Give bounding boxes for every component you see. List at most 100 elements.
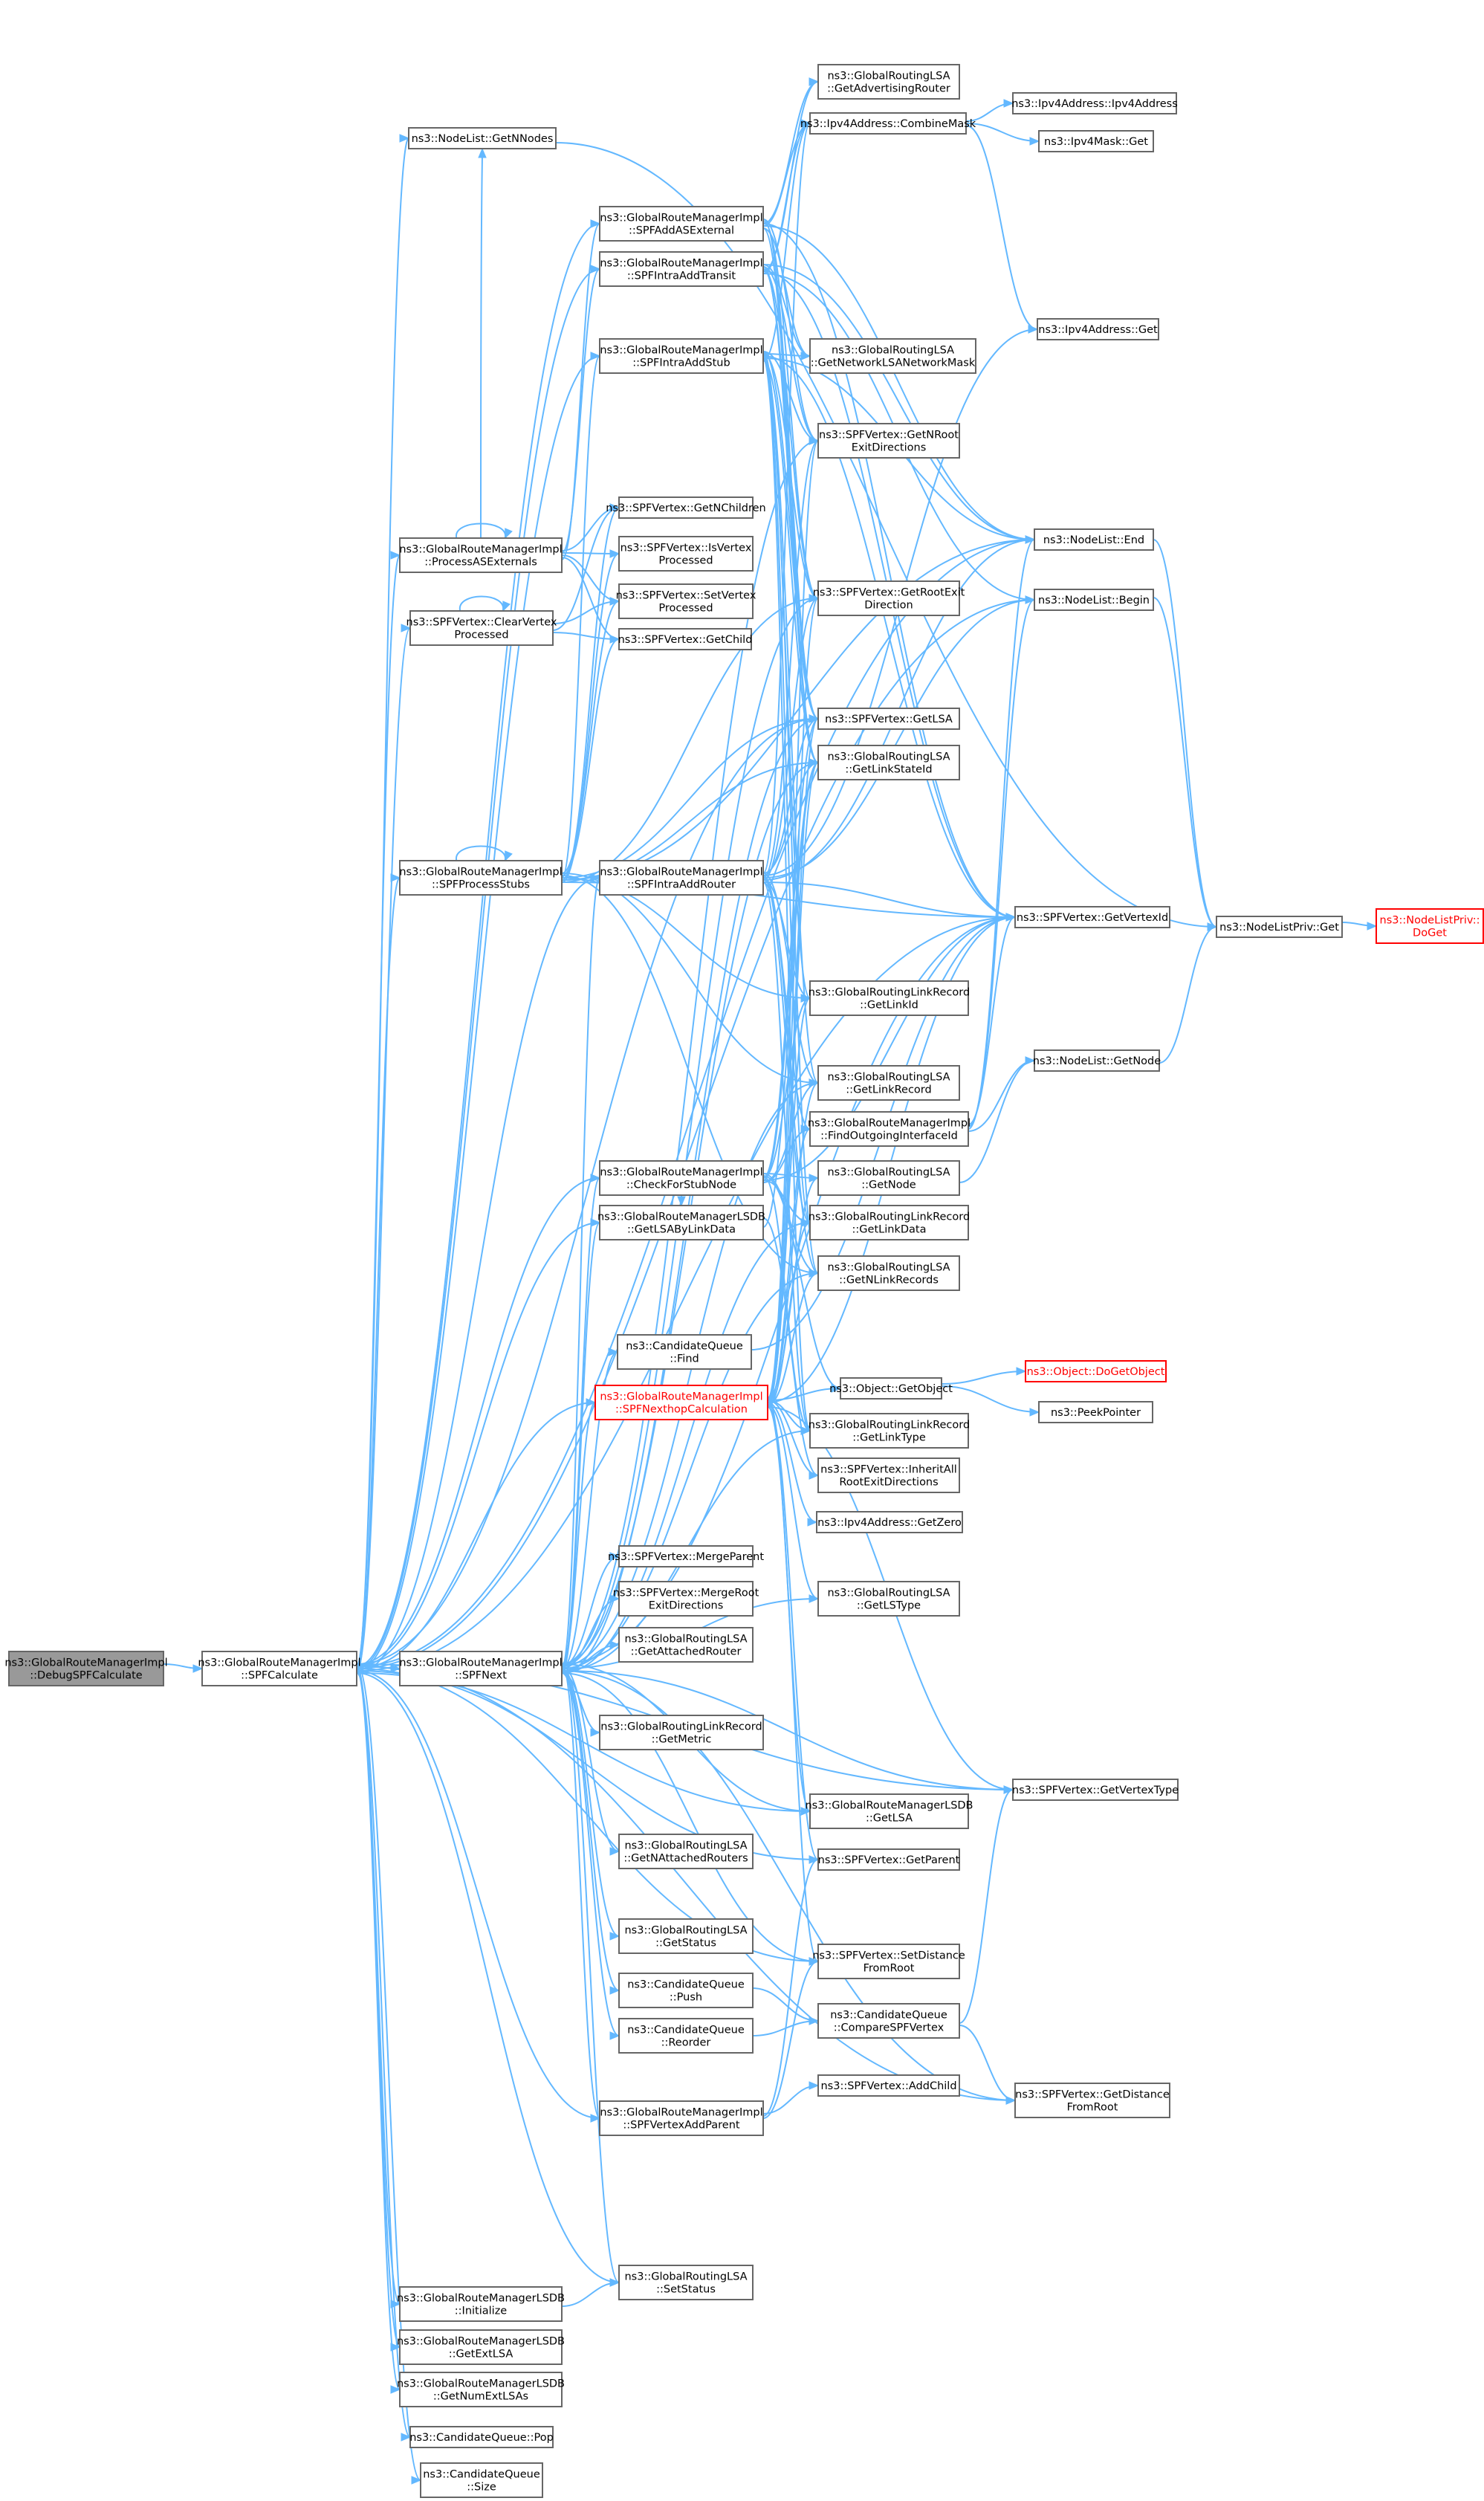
function-node[interactable]: ns3::GlobalRouteManagerImpl::SPFIntraAdd… — [599, 860, 764, 896]
function-node[interactable]: ns3::SPFVertex::MergeParent — [608, 1545, 764, 1567]
function-node[interactable]: ns3::NodeList::Begin — [1034, 589, 1154, 611]
function-node-box[interactable] — [618, 1581, 754, 1617]
function-node[interactable]: ns3::CandidateQueue::Reorder — [618, 2018, 754, 2054]
function-node[interactable]: ns3::GlobalRoutingLSA::GetNode — [817, 1160, 960, 1196]
function-node-box[interactable] — [599, 1205, 764, 1240]
function-node-box[interactable] — [399, 1651, 563, 1686]
function-node-box[interactable] — [420, 2462, 543, 2498]
function-node-box[interactable] — [617, 1334, 752, 1370]
function-node[interactable]: ns3::SPFVertex::GetVertexId — [1014, 906, 1170, 928]
function-node-box[interactable] — [408, 127, 557, 149]
function-node-box[interactable] — [618, 536, 754, 572]
function-node[interactable]: ns3::GlobalRouteManagerImpl::FindOutgoin… — [808, 1111, 971, 1147]
function-node-box[interactable] — [817, 1581, 960, 1617]
function-node[interactable]: ns3::GlobalRouteManagerLSDB::GetExtLSA — [397, 2329, 565, 2365]
function-node[interactable]: ns3::GlobalRoutingLSA::GetLSType — [817, 1581, 960, 1617]
function-node-box[interactable] — [817, 1065, 960, 1101]
function-node-box[interactable] — [599, 2100, 764, 2136]
function-node[interactable]: ns3::GlobalRoutingLSA::GetStatus — [618, 1918, 754, 1954]
function-node-box[interactable] — [817, 1457, 960, 1493]
function-node[interactable]: ns3::GlobalRouteManagerImpl::SPFAddASExt… — [599, 206, 764, 242]
function-node-box[interactable] — [599, 1160, 764, 1196]
function-node-box[interactable] — [1038, 1401, 1153, 1423]
function-node[interactable]: ns3::GlobalRoutingLSA::GetLinkStateId — [817, 745, 960, 780]
function-node[interactable]: ns3::Object::DoGetObject — [1025, 1360, 1167, 1382]
function-node-box[interactable] — [409, 2426, 554, 2448]
function-node[interactable]: ns3::Ipv4Address::GetZero — [816, 1511, 963, 1533]
function-node-box[interactable] — [599, 1715, 764, 1750]
function-node-box[interactable] — [618, 2018, 754, 2054]
function-node-box[interactable] — [1037, 318, 1159, 340]
function-node[interactable]: ns3::GlobalRouteManagerImpl::SPFIntraAdd… — [599, 338, 764, 374]
function-node-box[interactable] — [809, 1413, 969, 1449]
function-node[interactable]: ns3::Object::GetObject — [829, 1377, 953, 1400]
function-node-box[interactable] — [809, 1793, 969, 1829]
function-node[interactable]: ns3::GlobalRoutingLSA::GetLinkRecord — [817, 1065, 960, 1101]
function-node-box[interactable] — [1034, 1049, 1160, 1072]
function-node[interactable]: ns3::GlobalRoutingLSA::GetAttachedRouter — [618, 1627, 754, 1663]
function-node-box[interactable] — [599, 206, 764, 242]
function-node-box[interactable] — [817, 1160, 960, 1196]
function-node[interactable]: ns3::CandidateQueue::Push — [618, 1973, 754, 2008]
function-node-box[interactable] — [817, 64, 960, 100]
function-node-box[interactable] — [1376, 908, 1484, 944]
function-node[interactable]: ns3::CandidateQueue::Size — [420, 2462, 543, 2498]
function-node-box[interactable] — [618, 1834, 754, 1869]
function-node-box[interactable] — [399, 2329, 563, 2365]
function-node-box[interactable] — [1216, 916, 1343, 938]
function-node[interactable]: ns3::GlobalRouteManagerLSDB::GetLSA — [805, 1793, 973, 1829]
function-node-box[interactable] — [817, 580, 960, 616]
function-node[interactable]: ns3::GlobalRouteManagerImpl::ProcessASEx… — [399, 537, 563, 573]
function-node-box[interactable] — [618, 1973, 754, 2008]
function-node-box[interactable] — [817, 423, 960, 459]
function-node-box[interactable] — [409, 610, 554, 646]
function-node-box[interactable] — [594, 1385, 768, 1420]
function-node[interactable]: ns3::GlobalRouteManagerImpl::SPFProcessS… — [399, 860, 563, 896]
function-node-box[interactable] — [816, 1511, 963, 1533]
function-node-box[interactable] — [817, 2074, 960, 2097]
function-node[interactable]: ns3::CandidateQueue::CompareSPFVertex — [817, 2003, 960, 2039]
function-node-box[interactable] — [1014, 906, 1170, 928]
function-node[interactable]: ns3::GlobalRouteManagerImpl::SPFIntraAdd… — [599, 251, 764, 287]
function-node[interactable]: ns3::Ipv4Address::CombineMask — [800, 112, 976, 135]
function-node[interactable]: ns3::SPFVertex::GetNChildren — [606, 496, 766, 519]
function-node-box[interactable] — [809, 1205, 969, 1240]
function-node[interactable]: ns3::GlobalRouteManagerLSDB::Initialize — [397, 2286, 565, 2322]
function-node[interactable]: ns3::GlobalRoutingLinkRecord::GetLinkDat… — [809, 1205, 970, 1240]
function-node-box[interactable] — [1012, 1779, 1179, 1801]
function-node[interactable]: ns3::GlobalRoutingLinkRecord::GetMetric — [599, 1715, 764, 1750]
function-node[interactable]: ns3::PeekPointer — [1038, 1401, 1153, 1423]
function-node[interactable]: ns3::CandidateQueue::Pop — [409, 2426, 554, 2448]
function-node-box[interactable] — [817, 2003, 960, 2039]
function-node-box[interactable] — [618, 496, 754, 519]
function-node[interactable]: ns3::NodeList::End — [1034, 528, 1154, 551]
function-node-box[interactable] — [618, 1627, 754, 1663]
function-node-box[interactable] — [618, 1545, 754, 1567]
function-node[interactable]: ns3::GlobalRoutingLinkRecord::GetLinkId — [809, 980, 970, 1016]
function-node-box[interactable] — [1034, 589, 1154, 611]
function-node[interactable]: ns3::GlobalRoutingLSA::GetNLinkRecords — [817, 1255, 960, 1291]
function-node[interactable]: ns3::SPFVertex::GetLSA — [817, 708, 960, 730]
function-node[interactable]: ns3::GlobalRoutingLSA::GetNAttachedRoute… — [618, 1834, 754, 1869]
function-node[interactable]: ns3::SPFVertex::InheritAllRootExitDirect… — [817, 1457, 960, 1493]
function-node[interactable]: ns3::SPFVertex::GetParent — [817, 1848, 960, 1871]
function-node-box[interactable] — [399, 2286, 563, 2322]
function-node-box[interactable] — [399, 537, 563, 573]
function-node-box[interactable] — [201, 1651, 357, 1686]
function-node-box[interactable] — [599, 338, 764, 374]
function-node[interactable]: ns3::GlobalRoutingLSA::SetStatus — [618, 2265, 754, 2300]
function-node-box[interactable] — [817, 1255, 960, 1291]
function-node[interactable]: ns3::GlobalRouteManagerLSDB::GetNumExtLS… — [397, 2372, 565, 2407]
function-node-box[interactable] — [1025, 1360, 1167, 1382]
function-node-box[interactable] — [1014, 2083, 1170, 2118]
function-node-box[interactable] — [618, 583, 754, 619]
function-node[interactable]: ns3::SPFVertex::AddChild — [817, 2074, 960, 2097]
function-node[interactable]: ns3::GlobalRoutingLSA::GetNetworkLSANetw… — [809, 338, 976, 374]
